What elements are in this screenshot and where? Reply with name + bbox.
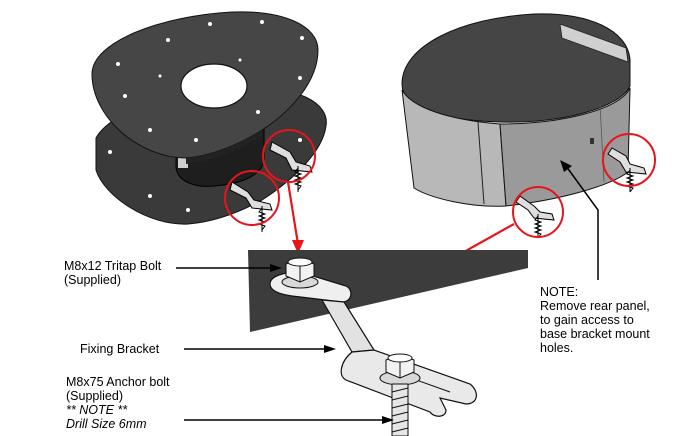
leader-lines	[176, 160, 599, 424]
note-title: NOTE:	[540, 285, 579, 299]
bracket-web	[320, 299, 376, 353]
enclosure-side-panel	[499, 87, 631, 207]
panel-latch	[590, 138, 594, 144]
enclosure-top	[401, 13, 631, 123]
left-unit-brackets	[229, 141, 313, 232]
anchor-bolt-drill-size: Drill Size 6mm	[66, 417, 147, 431]
base-slab	[248, 250, 528, 332]
anchor-bolt-head	[379, 353, 421, 386]
right-unit-brackets	[515, 147, 647, 239]
detail-view	[248, 250, 528, 436]
anchor-bolt-note-heading: ** NOTE **	[66, 403, 128, 417]
anchor-bolt-supplied: (Supplied)	[66, 389, 123, 403]
plate-screw-holes	[108, 20, 304, 212]
fixing-bracket-name: Fixing Bracket	[80, 342, 160, 356]
anchor-bolt-label: M8x75 Anchor bolt (Supplied) ** NOTE ** …	[66, 375, 170, 431]
enclosure-unit	[401, 13, 631, 207]
callout-circle-right-upper	[602, 133, 656, 187]
callout-circle-right-lower	[512, 186, 564, 238]
anchor-bolt-shank	[391, 383, 409, 436]
centre-hole	[180, 63, 248, 109]
tritap-bolt-name: M8x12 Tritap Bolt	[64, 259, 162, 273]
panel-seam	[477, 121, 485, 205]
note-line-1: Remove rear panel,	[540, 299, 650, 313]
enclosure-cutout	[559, 23, 629, 63]
callout-circle-left-lower	[224, 170, 280, 226]
tritap-bolt-supplied: (Supplied)	[64, 273, 121, 287]
note-line-2: to gain access to	[540, 313, 634, 327]
note-line-3: base bracket mount	[540, 327, 650, 341]
rear-panel-note: NOTE: Remove rear panel, to gain access …	[540, 285, 650, 355]
tritap-bolt-head	[281, 257, 319, 289]
anchor-bolt-name: M8x75 Anchor bolt	[66, 375, 170, 389]
upper-plate-edge	[186, 130, 262, 164]
panel-seam-2	[599, 103, 605, 183]
note-line-4: holes.	[540, 341, 574, 355]
tritap-bolt-label: M8x12 Tritap Bolt (Supplied)	[64, 259, 161, 287]
base-plate-assembly	[91, 11, 327, 225]
fixing-bracket-label: Fixing Bracket	[80, 342, 159, 356]
